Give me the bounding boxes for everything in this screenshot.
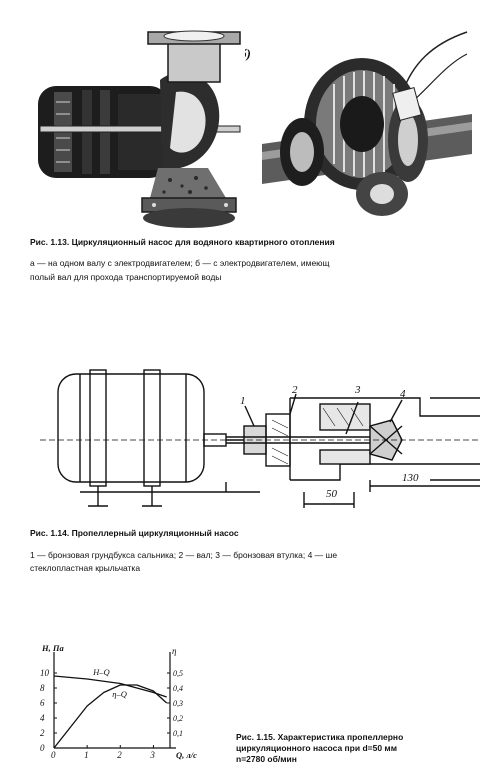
pump-photo-a bbox=[30, 22, 245, 237]
y2-tick-label: 0,5 bbox=[173, 669, 183, 678]
fig-1-15-caption-line2-text: циркуляционного насоса при d=50 мм bbox=[236, 743, 398, 753]
y2-tick-label: 0,2 bbox=[173, 714, 183, 723]
callout-3: 3 bbox=[355, 384, 361, 396]
fig-1-15-caption-line1: Рис. 1.15. Характеристика пропеллерно bbox=[236, 732, 482, 743]
fig-1-13-caption-title-text: Рис. 1.13. Циркуляционный насос для водя… bbox=[30, 237, 335, 247]
y-tick-label: 4 bbox=[40, 713, 45, 723]
fig-1-14-caption-title-text: Рис. 1.14. Пропеллерный циркуляционный н… bbox=[30, 528, 239, 538]
y2-axis-label: η bbox=[172, 646, 177, 656]
y2-tick-label: 0,3 bbox=[173, 699, 183, 708]
y2-tick-label: 0,4 bbox=[173, 684, 183, 693]
fig-1-15-caption: Рис. 1.15. Характеристика пропеллерно ци… bbox=[236, 732, 482, 765]
fig-1-13: а) б) bbox=[0, 0, 484, 295]
fig-1-15-caption-line2: циркуляционного насоса при d=50 мм bbox=[236, 743, 482, 754]
y-tick-label: 2 bbox=[40, 728, 45, 738]
x-tick-label: 3 bbox=[149, 750, 155, 760]
series-line-1 bbox=[53, 684, 168, 749]
dimension-130: 130 bbox=[402, 472, 419, 484]
fig-1-15-caption-line1-text: Рис. 1.15. Характеристика пропеллерно bbox=[236, 732, 404, 742]
fig-1-15-chart: 0 1 2 3 0 2 4 6 8 10 0,1 0,2 0,3 0,4 0,5 H, Па η Q, л/с H–… bbox=[40, 644, 197, 760]
x-tick-label: 0 bbox=[51, 750, 56, 760]
callout-1: 1 bbox=[240, 395, 246, 407]
series-line-0 bbox=[53, 675, 167, 698]
dimension-50: 50 bbox=[326, 488, 337, 500]
y2-tick-label: 0,1 bbox=[173, 729, 183, 738]
fig-1-13-label-b: б) bbox=[240, 46, 251, 61]
x-tick-label: 1 bbox=[84, 750, 89, 760]
callout-2: 2 bbox=[292, 384, 298, 396]
fig-1-15-caption-line3: n=2780 об/мин bbox=[236, 754, 482, 765]
propeller-pump-drawing bbox=[40, 369, 480, 508]
pump-photo-b bbox=[262, 24, 472, 224]
fig-1-13-caption-line1: а — на одном валу с электродвигателем; б… bbox=[30, 258, 330, 268]
y-tick-label: 6 bbox=[40, 698, 45, 708]
x-axis-label: Q, л/с bbox=[176, 750, 197, 760]
y-axis-label: H, Па bbox=[41, 644, 64, 653]
fig-1-14-caption-line1: 1 — бронзовая грундбукса сальника; 2 — в… bbox=[30, 550, 338, 560]
series-label-0: H–Q bbox=[92, 667, 110, 677]
fig-1-13-caption-line2: полый вал для прохода транспортируемой в… bbox=[30, 272, 222, 282]
fig-1-14-caption-line2: стеклопластная крыльчатка bbox=[30, 563, 141, 573]
y-tick-label: 10 bbox=[40, 668, 50, 678]
fig-1-15-caption-line3-text: n=2780 об/мин bbox=[236, 754, 297, 764]
fig-1-14-caption-title: Рис. 1.14. Пропеллерный циркуляционный н… bbox=[30, 528, 480, 539]
fig-1-13-caption-title: Рис. 1.13. Циркуляционный насос для водя… bbox=[30, 237, 480, 248]
callout-4: 4 bbox=[400, 388, 406, 400]
fig-1-14: 1 2 3 4 50 130 Рис. 1.14. Пропеллерный ц… bbox=[0, 360, 484, 573]
x-tick-label: 2 bbox=[117, 750, 122, 760]
series-label-1: η–Q bbox=[112, 689, 127, 699]
y-tick-label: 8 bbox=[40, 683, 45, 693]
y-tick-label: 0 bbox=[40, 743, 45, 753]
